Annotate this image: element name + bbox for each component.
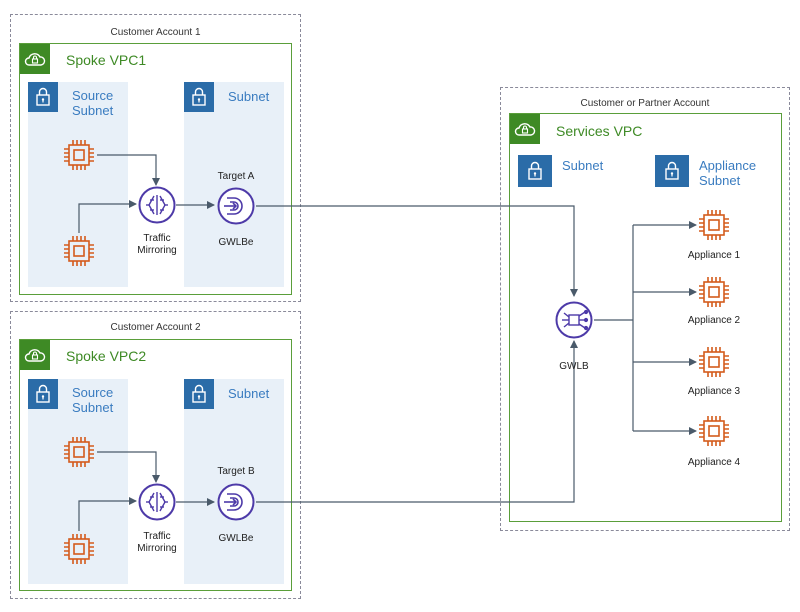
traffic-label-line1: Traffic [143, 233, 171, 244]
source-subnet-2-title: Source Subnet [72, 385, 113, 415]
services-subnet-title: Subnet [562, 158, 604, 173]
ec2-instance-icon [696, 207, 732, 248]
ec2-instance-icon [696, 274, 732, 315]
appliance-4-label: Appliance 4 [687, 457, 741, 468]
connector-line [97, 451, 160, 483]
source-subnet-1: Source Subnet [28, 82, 128, 287]
connector-line [78, 200, 137, 233]
appliance-subnet-line1: Appliance [699, 158, 757, 173]
appliance-1-label: Appliance 1 [687, 250, 741, 261]
connector-line [97, 154, 160, 186]
connector-line [256, 340, 578, 503]
source-subnet-2-line1: Source [72, 385, 114, 400]
target-subnet-1-title: Subnet [228, 89, 270, 104]
padlock-icon [28, 379, 58, 409]
services-vpc-title: Services VPC [556, 123, 643, 139]
gwlbe-label-2: GWLBe [218, 533, 254, 544]
gwlb-endpoint-icon [216, 482, 256, 527]
target-subnet-2: Subnet [184, 379, 284, 584]
padlock-icon [184, 379, 214, 409]
account-2-label: Customer Account 2 [110, 322, 201, 333]
account-2-boundary: Customer Account 2 [10, 311, 301, 599]
appliance-subnet-title: Appliance Subnet [699, 158, 756, 188]
ec2-instance-icon [696, 344, 732, 385]
ec2-instance-icon [61, 233, 97, 274]
gwlbe-label-1: GWLBe [218, 237, 254, 248]
connector-line [256, 205, 578, 297]
partner-account-label: Customer or Partner Account [580, 98, 710, 109]
appliance-2-label: Appliance 2 [687, 315, 741, 326]
padlock-icon [28, 82, 58, 112]
padlock-icon [518, 155, 552, 187]
source-subnet-2: Source Subnet [28, 379, 128, 584]
spoke-vpc1-title: Spoke VPC1 [66, 52, 147, 68]
gwlb-icon [554, 300, 594, 345]
appliance-subnet-badge [655, 155, 689, 187]
cloud-lock-icon [20, 44, 50, 74]
gwlb-endpoint-icon [216, 186, 256, 231]
gwlb-label: GWLB [559, 361, 589, 372]
traffic-label-line2: Mirroring [137, 543, 177, 554]
target-a-label: Target A [217, 171, 255, 182]
traffic-mirroring-icon [137, 185, 177, 230]
ec2-instance-icon [61, 137, 97, 178]
target-subnet-1: Subnet [184, 82, 284, 287]
cloud-lock-icon [20, 340, 50, 370]
ec2-instance-icon [61, 531, 97, 572]
traffic-label-line2: Mirroring [137, 245, 177, 256]
account-1-boundary: Customer Account 1 [10, 14, 301, 302]
source-subnet-1-title: Source Subnet [72, 88, 113, 118]
cloud-lock-icon [510, 114, 540, 144]
padlock-icon [655, 155, 689, 187]
padlock-icon [184, 82, 214, 112]
ec2-instance-icon [61, 434, 97, 475]
traffic-label-line1: Traffic [143, 531, 171, 542]
traffic-mirroring-label-1: Traffic Mirroring [127, 233, 187, 257]
target-subnet-2-title: Subnet [228, 386, 270, 401]
source-subnet-2-line2: Subnet [72, 400, 114, 415]
source-subnet-1-line2: Subnet [72, 103, 114, 118]
source-subnet-1-line1: Source [72, 88, 114, 103]
account-1-label: Customer Account 1 [110, 27, 201, 38]
ec2-instance-icon [696, 413, 732, 454]
services-subnet-badge [518, 155, 552, 187]
appliance-subnet-line2: Subnet [699, 173, 741, 188]
partner-account-boundary: Customer or Partner Account [500, 87, 790, 531]
appliance-3-label: Appliance 3 [687, 386, 741, 397]
services-vpc: Services VPC [509, 113, 782, 522]
target-b-label: Target B [217, 466, 255, 477]
traffic-mirroring-label-2: Traffic Mirroring [127, 531, 187, 555]
spoke-vpc2-title: Spoke VPC2 [66, 348, 147, 364]
traffic-mirroring-icon [137, 482, 177, 527]
connector-line [78, 497, 137, 531]
